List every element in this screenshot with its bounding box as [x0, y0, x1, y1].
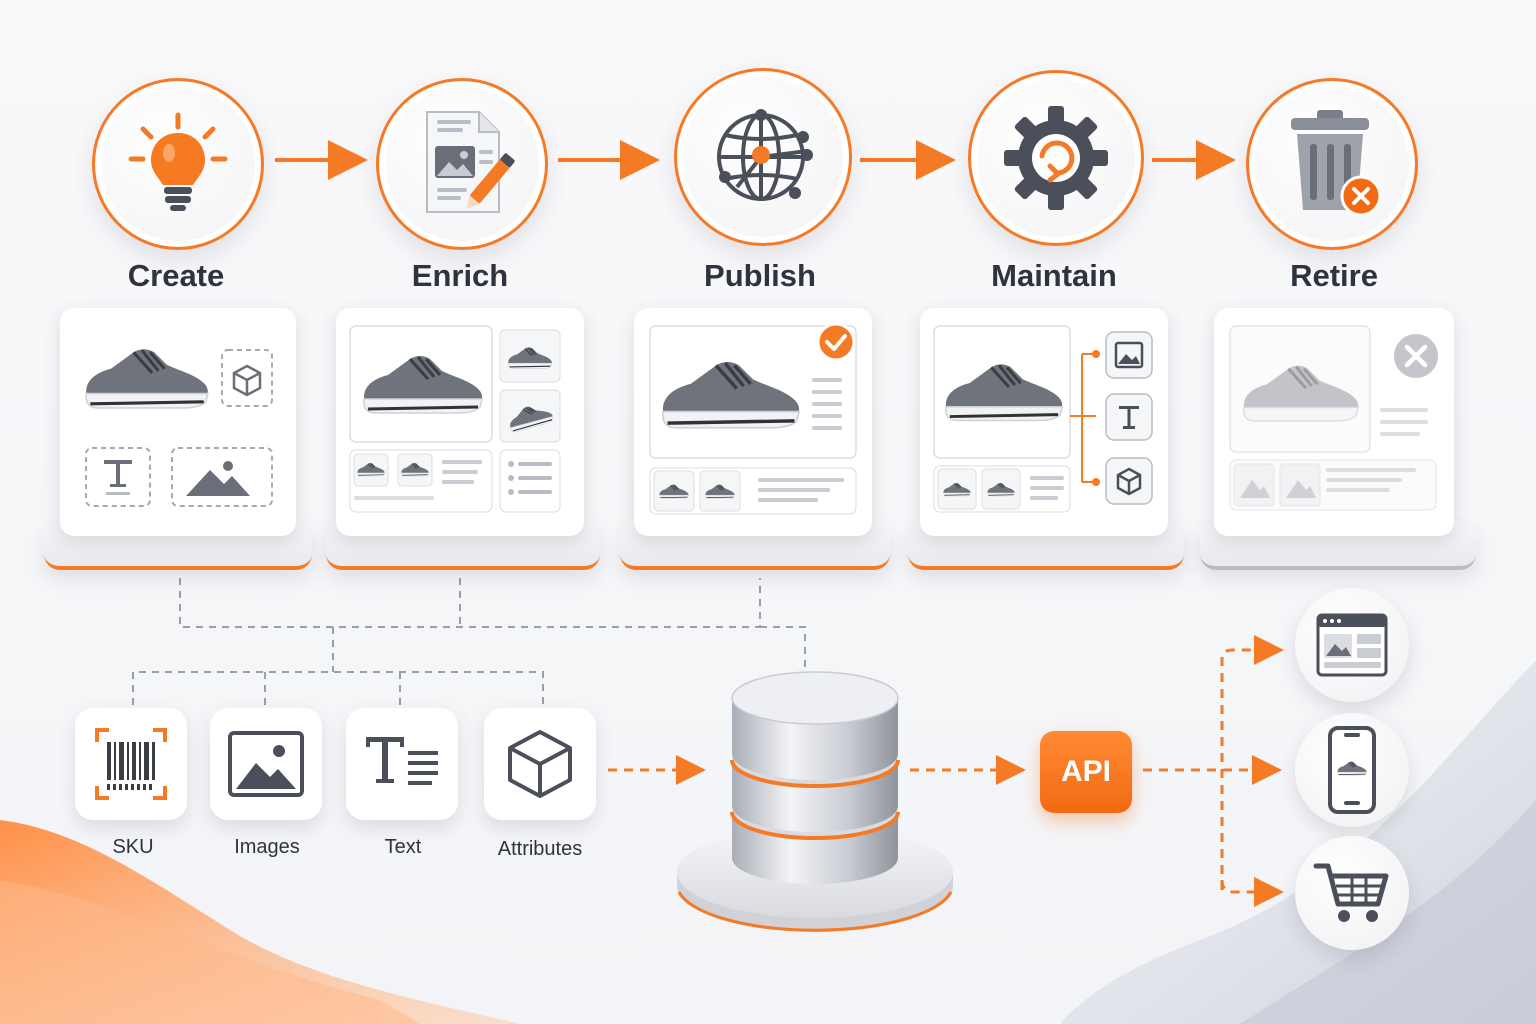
text-icon: [1119, 406, 1139, 429]
card-maintain[interactable]: [920, 308, 1168, 536]
input-label-images: Images: [234, 836, 300, 858]
input-label-text: Text: [384, 836, 422, 858]
stage-retire-circle[interactable]: [1246, 78, 1418, 250]
stage-create-circle[interactable]: [92, 78, 264, 250]
trash-bin-icon: [1291, 110, 1382, 217]
document-edit-icon: [426, 111, 515, 213]
database-icon: [677, 671, 953, 932]
mobile-phone-icon: [1328, 726, 1376, 814]
input-attributes-tile[interactable]: [484, 708, 596, 820]
stage-label-retire: Retire: [1290, 258, 1378, 293]
channel-web[interactable]: [1295, 588, 1409, 702]
shopping-cart-icon: [1313, 863, 1389, 922]
channel-mobile[interactable]: [1295, 713, 1409, 827]
stage-label-publish: Publish: [704, 258, 816, 293]
card-create[interactable]: [60, 308, 296, 536]
api-button[interactable]: API: [1040, 731, 1132, 813]
gear-refresh-icon: [1004, 106, 1108, 210]
stage-label-maintain: Maintain: [991, 258, 1117, 293]
checkmark-icon: [816, 322, 856, 362]
text-placeholder-icon: [104, 460, 132, 487]
stage-label-enrich: Enrich: [411, 258, 509, 293]
cube-icon: [1116, 467, 1142, 496]
card-publish[interactable]: [634, 308, 872, 536]
stage-enrich-circle[interactable]: [376, 78, 548, 250]
input-images-tile[interactable]: [210, 708, 322, 820]
card-enrich[interactable]: [336, 308, 584, 536]
close-icon: [1394, 334, 1438, 378]
image-icon: [1114, 341, 1144, 369]
cube-icon: [508, 730, 572, 798]
input-label-attributes: Attributes: [497, 838, 583, 860]
cube-placeholder-icon: [232, 364, 262, 397]
image-icon: [228, 731, 304, 797]
card-retire[interactable]: [1214, 308, 1454, 536]
lightbulb-icon: [128, 112, 228, 211]
input-label-sku: SKU: [112, 836, 154, 858]
shoe-image: [84, 347, 210, 410]
stage-publish-circle[interactable]: [674, 68, 852, 246]
web-page-icon: [1316, 613, 1388, 677]
text-format-icon: [366, 737, 438, 785]
input-text-tile[interactable]: [346, 708, 458, 820]
channel-cart[interactable]: [1295, 836, 1409, 950]
stage-maintain-circle[interactable]: [968, 70, 1144, 246]
globe-network-icon: [717, 109, 813, 201]
image-placeholder-icon: [186, 461, 250, 496]
input-sku-tile[interactable]: [75, 708, 187, 820]
stage-label-create: Create: [127, 258, 225, 293]
barcode-icon: [95, 728, 167, 800]
